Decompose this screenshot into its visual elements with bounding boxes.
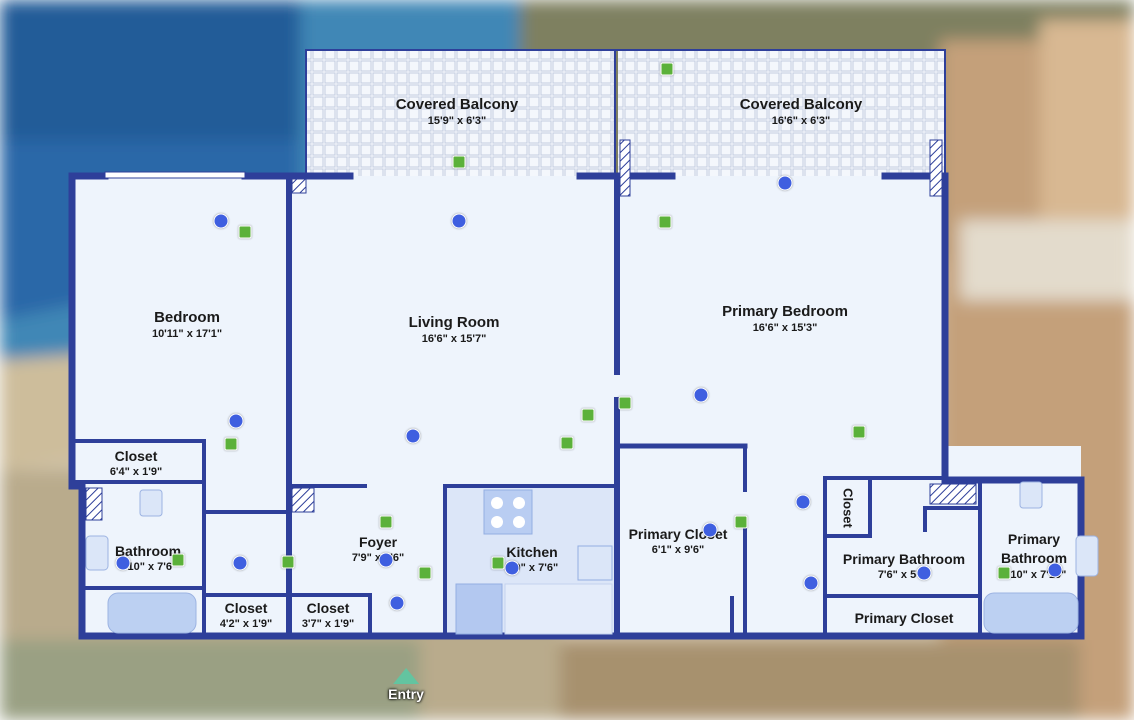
- bathtub: [107, 592, 197, 634]
- photo-point-marker[interactable]: [660, 62, 674, 76]
- photo-point-marker[interactable]: [618, 396, 632, 410]
- panorama-point-marker[interactable]: [451, 213, 467, 229]
- photo-point-marker[interactable]: [658, 215, 672, 229]
- kitchen-counter: [504, 583, 613, 635]
- balcony-left-area: [306, 50, 615, 176]
- photo-point-marker[interactable]: [379, 515, 393, 529]
- column-hatch: [929, 139, 943, 197]
- photo-point-marker[interactable]: [491, 556, 505, 570]
- entry-arrow-icon: [392, 668, 419, 684]
- toilet: [139, 489, 163, 517]
- column-hatch: [929, 483, 977, 505]
- bedroom-window: [104, 171, 246, 179]
- label-closet-small: Closet: [840, 488, 856, 528]
- photo-point-marker[interactable]: [224, 437, 238, 451]
- toilet: [1019, 481, 1043, 509]
- photo-point-marker[interactable]: [560, 436, 574, 450]
- photo-point-marker[interactable]: [452, 155, 466, 169]
- panorama-point-marker[interactable]: [115, 555, 131, 571]
- sink: [85, 535, 109, 571]
- column-hatch: [619, 139, 631, 197]
- photo-point-marker[interactable]: [171, 553, 185, 567]
- entry-label: Entry: [388, 686, 424, 702]
- refrigerator: [455, 583, 503, 635]
- panorama-point-marker[interactable]: [702, 522, 718, 538]
- column-hatch: [291, 178, 307, 194]
- photo-point-marker[interactable]: [852, 425, 866, 439]
- panorama-point-marker[interactable]: [916, 565, 932, 581]
- panorama-point-marker[interactable]: [389, 595, 405, 611]
- photo-point-marker[interactable]: [734, 515, 748, 529]
- panorama-point-marker[interactable]: [795, 494, 811, 510]
- photo-point-marker[interactable]: [418, 566, 432, 580]
- photo-point-marker[interactable]: [281, 555, 295, 569]
- photo-point-marker[interactable]: [238, 225, 252, 239]
- panorama-point-marker[interactable]: [777, 175, 793, 191]
- kitchen-sink: [577, 545, 613, 581]
- panorama-point-marker[interactable]: [378, 552, 394, 568]
- panorama-point-marker[interactable]: [405, 428, 421, 444]
- column-hatch: [291, 487, 315, 513]
- panorama-point-marker[interactable]: [504, 560, 520, 576]
- photo-point-marker[interactable]: [581, 408, 595, 422]
- photo-point-marker[interactable]: [997, 566, 1011, 580]
- column-hatch: [85, 487, 103, 521]
- bathtub: [983, 592, 1079, 634]
- panorama-point-marker[interactable]: [228, 413, 244, 429]
- panorama-point-marker[interactable]: [232, 555, 248, 571]
- panorama-point-marker[interactable]: [213, 213, 229, 229]
- panorama-point-marker[interactable]: [693, 387, 709, 403]
- sink: [1075, 535, 1099, 577]
- panorama-point-marker[interactable]: [803, 575, 819, 591]
- entry-marker[interactable]: Entry: [388, 668, 424, 702]
- panorama-point-marker[interactable]: [1047, 562, 1063, 578]
- stove: [483, 489, 533, 535]
